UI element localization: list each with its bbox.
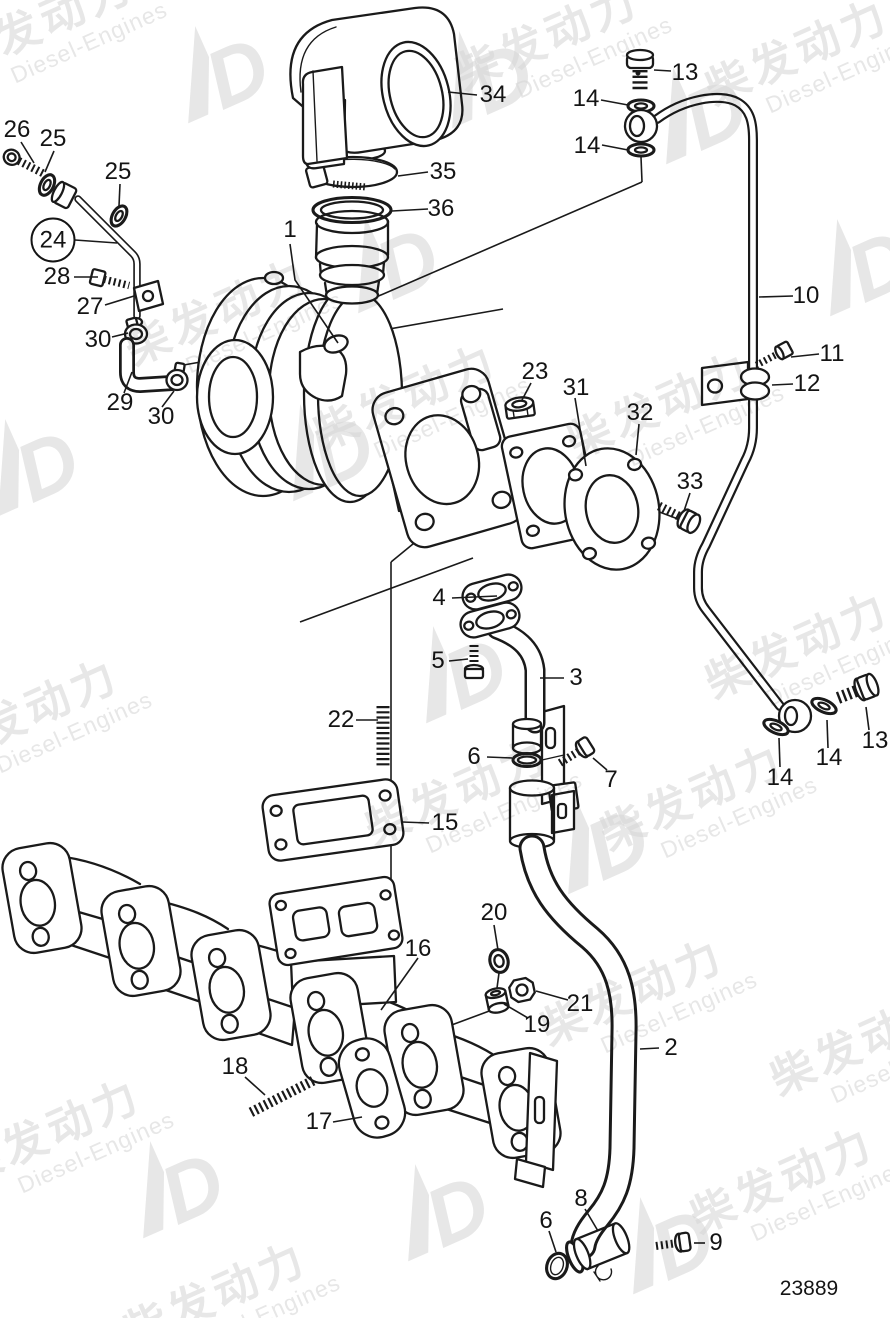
callout-10: 10	[792, 282, 820, 309]
part-hose-clamp-35	[304, 155, 399, 191]
part-oring-6b	[545, 1251, 569, 1281]
part-bolt-7	[557, 736, 596, 767]
part-bolt-33	[656, 501, 702, 535]
part-oring-36	[311, 195, 393, 225]
part-bolt-5	[463, 645, 485, 680]
part-gasket-15	[261, 778, 405, 862]
callout-22: 22	[327, 706, 355, 733]
callout-29: 29	[106, 389, 134, 416]
callout-1: 1	[283, 216, 297, 243]
callout-35: 35	[429, 158, 457, 185]
part-nut-23	[504, 396, 536, 420]
drawing-number: 23889	[779, 1277, 839, 1300]
callout-31: 31	[562, 374, 590, 401]
callout-2: 2	[664, 1034, 678, 1061]
part-oil-supply-pipe-10	[623, 48, 880, 740]
part-screw-11	[754, 340, 794, 369]
callout-17: 17	[305, 1108, 333, 1135]
callout-14a: 14	[572, 85, 600, 112]
callout-3: 3	[569, 664, 583, 691]
callout-30b: 30	[147, 403, 175, 430]
part-oil-drain-pipe-3	[459, 601, 546, 755]
part-nut-21	[508, 976, 536, 1004]
part-clamp-12	[700, 360, 771, 407]
part-washer-14b	[626, 142, 656, 158]
part-washer-14d	[808, 693, 840, 719]
callout-14b: 14	[573, 132, 601, 159]
part-fitting-8	[565, 1222, 631, 1274]
callout-18: 18	[221, 1053, 249, 1080]
part-intake-elbow-34	[289, 6, 464, 170]
callout-34: 34	[479, 81, 507, 108]
part-washer-20	[488, 948, 510, 974]
callout-16: 16	[404, 935, 432, 962]
part-banjo-bolt-13-bottom	[835, 672, 880, 704]
callout-7: 7	[604, 766, 618, 793]
callout-14d: 14	[815, 744, 843, 771]
callout-19: 19	[523, 1011, 551, 1038]
callout-36: 36	[427, 195, 455, 222]
callout-28: 28	[43, 263, 71, 290]
callout-9: 9	[709, 1229, 723, 1256]
callout-15: 15	[431, 809, 459, 836]
callout-8: 8	[574, 1185, 588, 1212]
callout-25b: 25	[104, 158, 132, 185]
part-oil-return-pipe-24	[2, 148, 189, 393]
callout-13a: 13	[671, 59, 699, 86]
part-banjo-bolt-13-top	[625, 48, 655, 92]
callout-12: 12	[793, 370, 821, 397]
callout-32: 32	[626, 399, 654, 426]
callout-6a: 6	[467, 743, 481, 770]
part-gasket-17	[337, 1037, 407, 1139]
callout-5: 5	[431, 647, 445, 674]
part-bolt-9	[655, 1231, 692, 1253]
part-spacer-19	[484, 987, 510, 1014]
callout-30a: 30	[84, 326, 112, 353]
callout-24: 24	[30, 217, 76, 263]
callout-27: 27	[76, 293, 104, 320]
part-stud-18	[248, 1075, 318, 1117]
callout-23: 23	[521, 358, 549, 385]
callout-6b: 6	[539, 1207, 553, 1234]
part-flange-32	[563, 447, 661, 571]
manifold-turbo-flange	[268, 875, 404, 967]
callout-11: 11	[819, 340, 845, 367]
callout-21: 21	[566, 990, 594, 1017]
part-oring-6	[511, 751, 543, 769]
callout-26: 26	[3, 116, 31, 143]
part-exhaust-manifold-16	[0, 838, 565, 1189]
callout-20: 20	[480, 899, 508, 926]
callout-25a: 25	[39, 125, 67, 152]
callout-13b: 13	[861, 727, 889, 754]
callout-33: 33	[676, 468, 704, 495]
callout-4: 4	[432, 584, 446, 611]
callout-14c: 14	[766, 764, 794, 791]
